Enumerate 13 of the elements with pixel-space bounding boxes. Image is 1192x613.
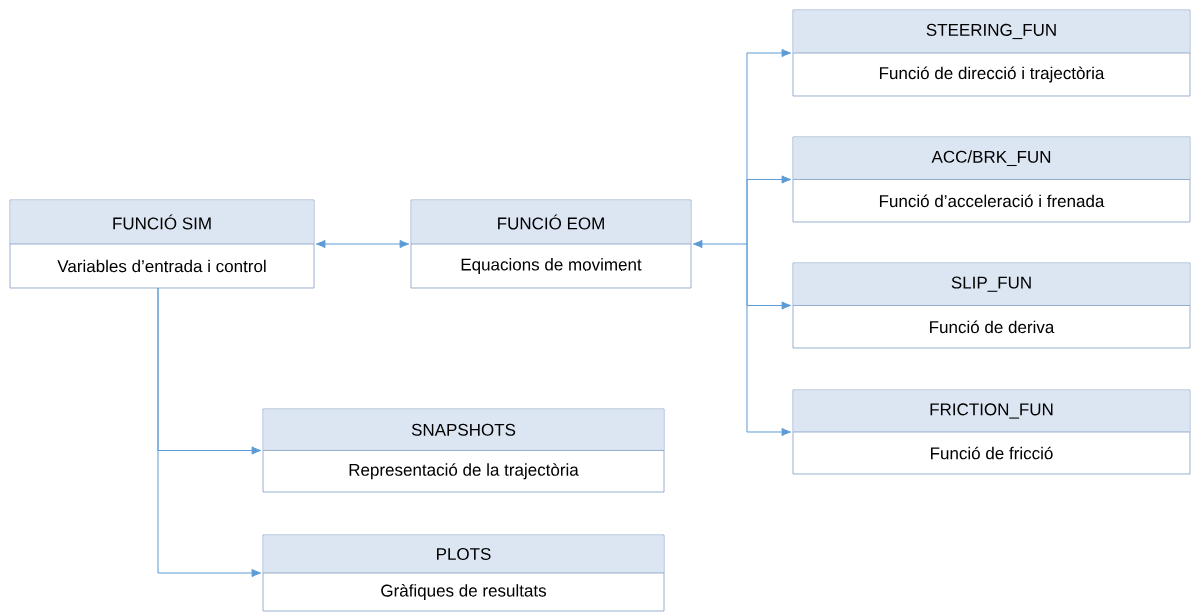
- arrow: [692, 239, 748, 249]
- process-box: FRICTION_FUN Funció de fricció: [792, 389, 1191, 475]
- process-box: SLIP_FUN Funció de deriva: [792, 262, 1191, 349]
- process-box: FUNCIÓ EOM Equacions de moviment: [410, 199, 692, 289]
- arrow: [315, 239, 410, 249]
- process-box: SNAPSHOTS Representació de la trajectòria: [262, 408, 665, 493]
- arrow: [746, 243, 792, 437]
- arrow: [157, 287, 262, 578]
- process-box: ACC/BRK_FUN Funció d’acceleració i frenada: [792, 136, 1191, 223]
- arrow: [746, 175, 792, 245]
- process-box: PLOTS Gràfiques de resultats: [262, 534, 665, 612]
- process-box: STEERING_FUN Funció de direcció i trajectòria: [792, 9, 1191, 97]
- process-box: FUNCIÓ SIM Variables d’entrada i control: [9, 199, 315, 289]
